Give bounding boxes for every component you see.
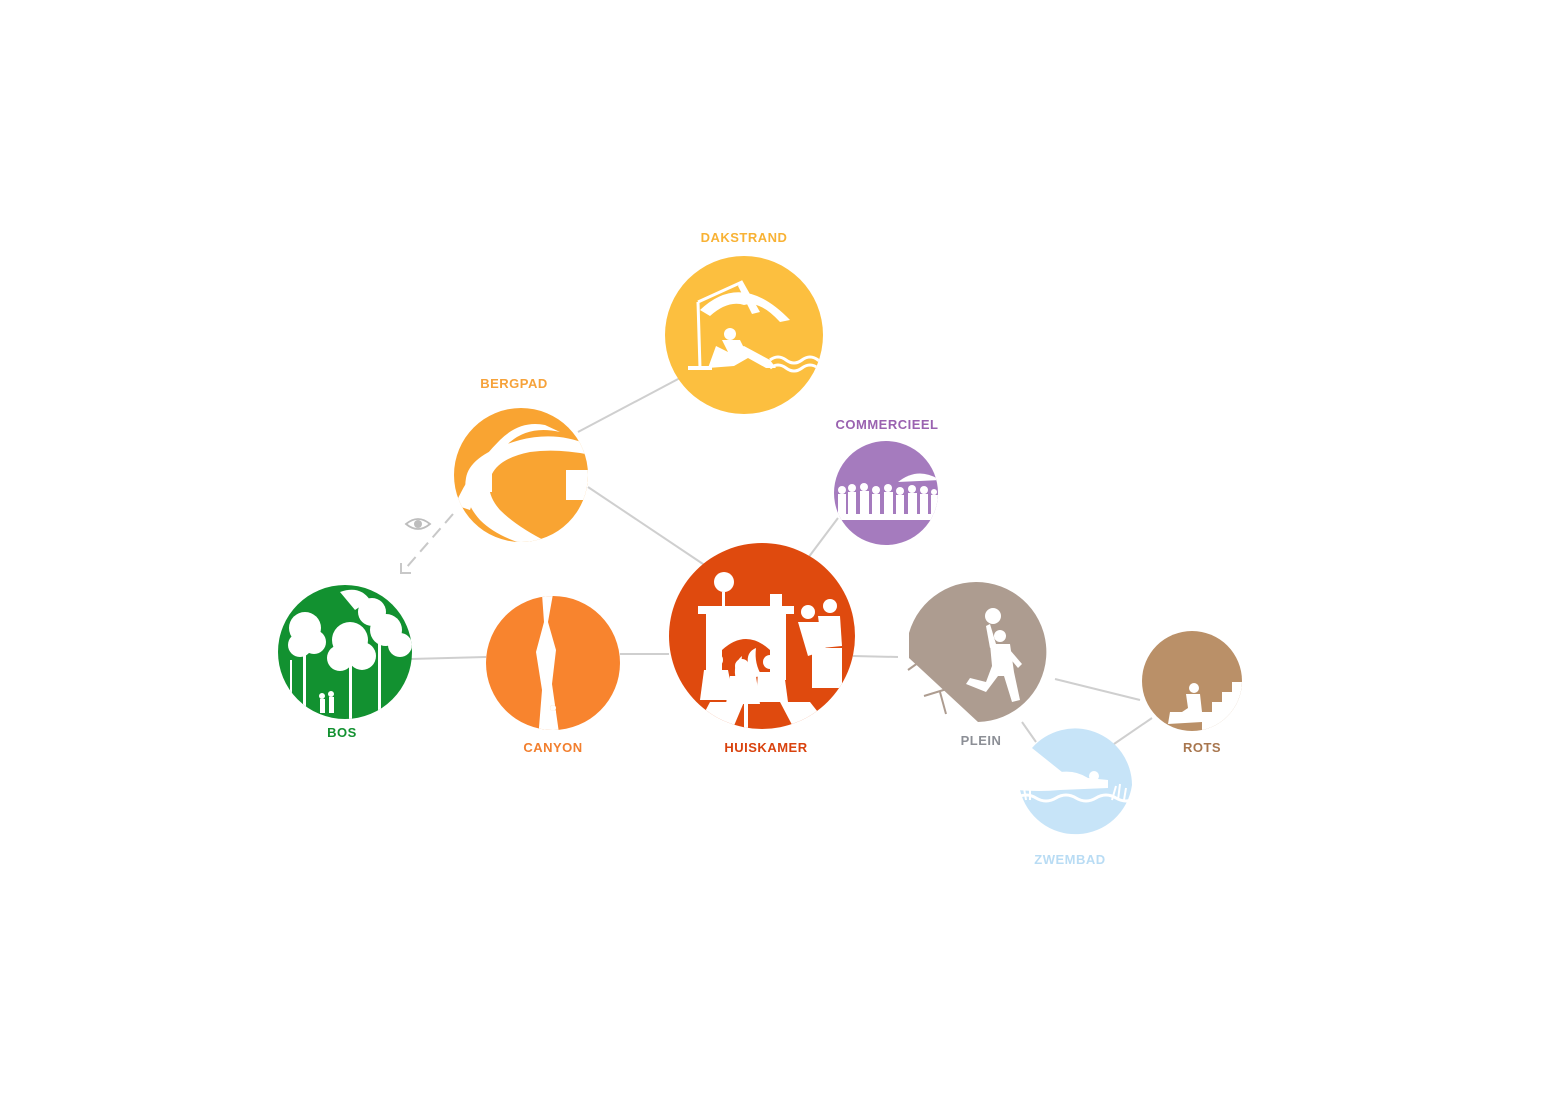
- plein-label: PLEIN: [961, 733, 1002, 748]
- node-rots[interactable]: ROTS: [1142, 631, 1244, 755]
- zwembad-label: ZWEMBAD: [1034, 852, 1105, 867]
- view-link-dashed-line: [405, 513, 454, 569]
- node-bos[interactable]: BOS: [278, 585, 412, 740]
- node-canyon[interactable]: CANYON: [486, 594, 620, 755]
- canyon-label: CANYON: [523, 740, 582, 755]
- canyon-crevice-walker-icon: [536, 596, 560, 730]
- connector-lines: [409, 377, 1153, 745]
- node-commercieel[interactable]: COMMERCIEEL: [830, 417, 942, 545]
- node-plein[interactable]: PLEIN: [907, 582, 1047, 748]
- dakstrand-circle: [665, 256, 823, 414]
- swimmer-water-icon: [1018, 771, 1132, 803]
- bos-label: BOS: [327, 725, 357, 740]
- commercieel-label: COMMERCIEEL: [836, 417, 939, 432]
- eye-icon: [404, 518, 432, 530]
- plein-shape: [909, 582, 1047, 722]
- node-dakstrand[interactable]: DAKSTRAND: [665, 230, 834, 414]
- connector-commercieel-huiskamer: [807, 517, 839, 559]
- connector-bos-canyon: [409, 656, 487, 660]
- basketball-player-icon: [966, 608, 1022, 702]
- huiskamer-label: HUISKAMER: [724, 740, 807, 755]
- node-zwembad[interactable]: ZWEMBAD: [1016, 728, 1136, 867]
- view-link: [400, 513, 454, 574]
- bergpad-label: BERGPAD: [480, 376, 548, 391]
- connector-huiskamer-plein: [852, 655, 899, 658]
- connector-zwembad-rots: [1113, 717, 1153, 745]
- beach-umbrella-sunbather-icon: [688, 280, 823, 373]
- rots-label: ROTS: [1183, 740, 1221, 755]
- connector-bergpad-dakstrand: [577, 377, 681, 433]
- forest-trees-icon: [288, 589, 412, 719]
- crowd-market-icon: [834, 473, 938, 520]
- dakstrand-label: DAKSTRAND: [701, 230, 788, 245]
- connector-bergpad-huiskamer: [587, 486, 707, 567]
- node-bergpad[interactable]: BERGPAD: [454, 376, 595, 548]
- connector-plein-rots: [1054, 678, 1141, 701]
- connector-plein-zwembad: [1021, 721, 1037, 743]
- node-huiskamer[interactable]: HUISKAMER: [669, 543, 855, 755]
- view-link-arrowhead: [400, 563, 411, 574]
